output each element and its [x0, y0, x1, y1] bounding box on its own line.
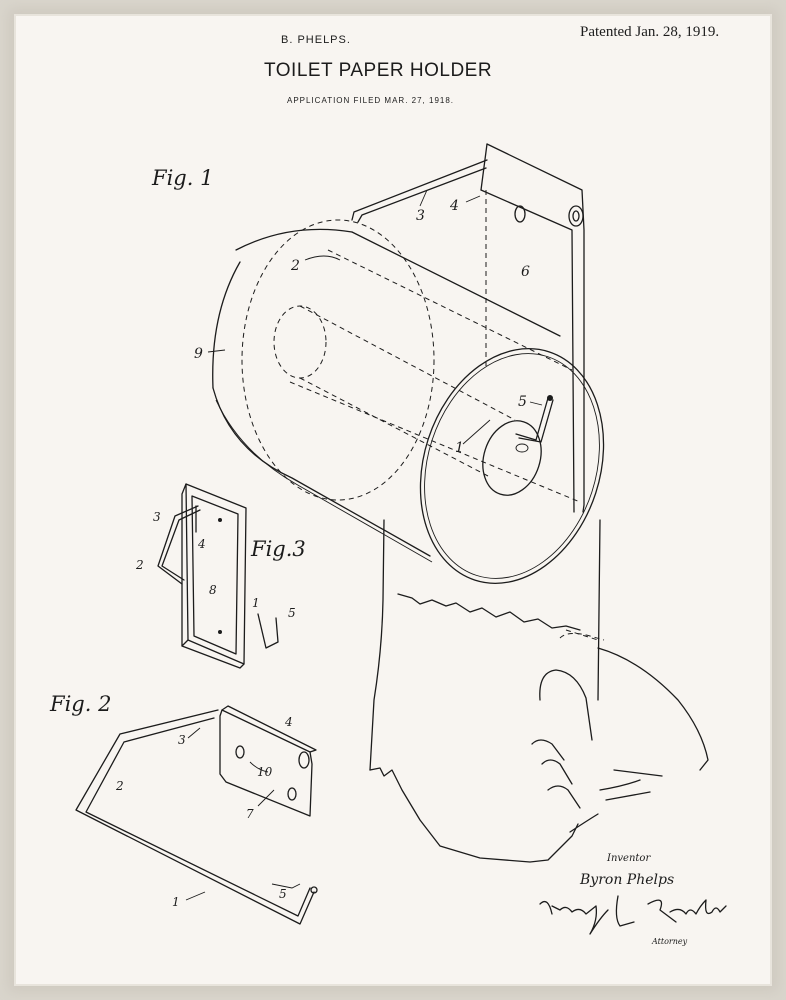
fig2-holder: [75, 705, 318, 925]
fig1-paper-roll: [212, 219, 605, 584]
fig2-label-4: 4: [284, 715, 293, 729]
fig1-leaders: [207, 189, 543, 445]
fig-3-label: Fig.3: [251, 537, 306, 561]
fig1-hand: [531, 632, 709, 833]
fig1-label-5: 5: [518, 394, 527, 410]
fig2-leaders: [185, 727, 301, 901]
fig3-label-5: 5: [288, 606, 296, 620]
fig2-label-5: 5: [279, 887, 287, 901]
fig2-label-2: 2: [115, 779, 124, 793]
inventor-label: Inventor: [607, 853, 651, 864]
fig3-holder: [157, 483, 279, 669]
patent-title: TOILET PAPER HOLDER: [264, 60, 493, 81]
fig1-label-2: 2: [290, 258, 300, 274]
fig3-label-1: 1: [252, 596, 260, 610]
fig3-label-2: 2: [135, 558, 144, 572]
fig1-spindle: [515, 395, 554, 453]
application-date: APPLICATION FILED MAR. 27, 1918.: [287, 96, 455, 105]
fig1-label-9: 9: [194, 346, 203, 362]
fig3-label-4: 4: [197, 537, 206, 551]
fig1-label-3: 3: [416, 208, 425, 224]
fig2-label-1: 1: [172, 895, 180, 909]
fig2-label-3: 3: [178, 733, 186, 747]
fig1-label-6: 6: [521, 264, 530, 280]
fig1-label-1: 1: [455, 440, 464, 456]
inventor-signature: Byron Phelps: [580, 872, 675, 888]
fig2-label-7: 7: [246, 807, 254, 821]
fig1-bracket-wire: [351, 159, 488, 223]
fig3-label-8: 8: [209, 583, 217, 597]
fig-1-label: Fig. 1: [152, 166, 214, 190]
attorney-label: Attorney: [652, 937, 688, 946]
fig-2-label: Fig. 2: [50, 692, 112, 716]
fig1-hanging-paper: [369, 519, 601, 863]
patented-date: Patented Jan. 28, 1919.: [580, 24, 720, 40]
fig3-label-3: 3: [153, 510, 161, 524]
fig1-label-4: 4: [449, 198, 459, 214]
fig1-wall-plate: [480, 143, 585, 513]
patent-sheet: [14, 14, 772, 986]
fig2-label-10: 10: [257, 765, 273, 779]
inventor-name: B. PHELPS.: [281, 34, 351, 46]
attorney-signature: [539, 895, 727, 935]
